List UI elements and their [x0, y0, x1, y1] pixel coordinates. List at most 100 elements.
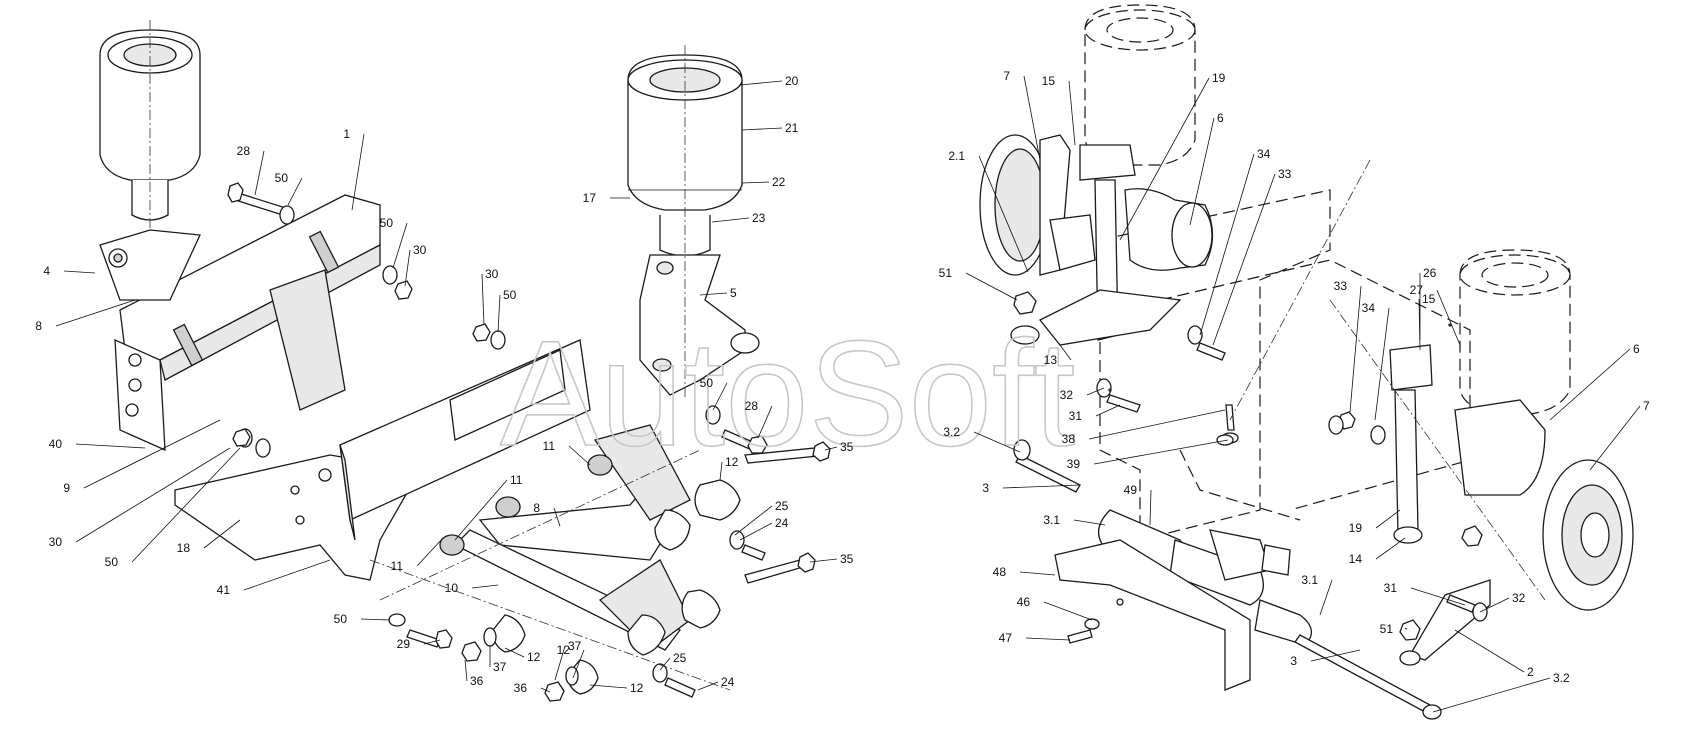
- callout-number: 3.1: [1043, 513, 1060, 527]
- callout-number: 31: [1069, 409, 1083, 423]
- callout-leader: [1023, 75, 1041, 161]
- callout-leader: [454, 479, 508, 541]
- callout-number: 31: [1384, 581, 1398, 595]
- callout-number: 3.2: [1553, 671, 1570, 685]
- callout-number: 21: [785, 121, 799, 135]
- callout-leader: [757, 405, 773, 439]
- callout-number: 2: [1527, 665, 1534, 679]
- callout-leader: [1043, 601, 1093, 621]
- callout-leader: [553, 507, 561, 527]
- callout-number: 30: [413, 243, 427, 257]
- callout-number: 48: [993, 565, 1007, 579]
- callout-leader: [1349, 285, 1362, 413]
- left-assembly: [99, 20, 831, 702]
- callout-number: 3: [982, 481, 989, 495]
- callout-number: 12: [630, 681, 644, 695]
- callout-number: 6: [1217, 111, 1224, 125]
- callout-number: 5: [730, 286, 737, 300]
- callout-leader: [1454, 629, 1525, 673]
- callout-number: 8: [533, 501, 540, 515]
- callout-number: 50: [275, 171, 289, 185]
- callout-number: 2.1: [948, 149, 965, 163]
- callout-number: 11: [543, 439, 556, 453]
- callout-number: 27: [1410, 283, 1424, 297]
- callout-leader: [1410, 587, 1466, 606]
- callout-leader: [554, 645, 566, 681]
- base-plate: [174, 339, 591, 581]
- callout-number: 47: [999, 631, 1013, 645]
- callout-leader: [1479, 597, 1510, 613]
- callout-number: 28: [745, 399, 759, 413]
- callout-number: 35: [840, 552, 854, 566]
- callout-leader: [711, 217, 750, 223]
- brake-disc-upper: [979, 134, 1071, 276]
- callout-labels: 1489403050184128505030305020212217235502…: [35, 69, 1650, 695]
- callout-leader: [55, 299, 136, 327]
- callout-leader: [659, 657, 671, 671]
- callout-leader: [1002, 484, 1081, 489]
- callout-leader: [1375, 537, 1406, 560]
- callout-number: 19: [1349, 521, 1363, 535]
- callout-leader: [572, 649, 585, 679]
- crossmember-bracket: [99, 194, 381, 452]
- callout-number: 25: [673, 651, 687, 665]
- callout-number: 19: [1212, 71, 1226, 85]
- callout-leader: [1073, 519, 1106, 526]
- callout-leader: [568, 445, 591, 466]
- callout-leader: [1432, 677, 1551, 713]
- control-arms: [369, 424, 831, 702]
- callout-number: 10: [445, 581, 459, 595]
- callout-number: 32: [1060, 388, 1074, 402]
- callout-leader: [1418, 298, 1421, 351]
- callout-leader: [1199, 153, 1255, 336]
- callout-number: 13: [1044, 353, 1058, 367]
- callout-leader: [392, 222, 408, 269]
- callout-leader: [699, 292, 728, 296]
- callout-number: 36: [470, 674, 484, 688]
- callout-leader: [75, 447, 231, 543]
- callout-number: 3.2: [943, 425, 960, 439]
- callout-leader: [712, 382, 728, 411]
- callout-number: 15: [1422, 292, 1436, 306]
- callout-leader: [739, 80, 783, 86]
- callout-leader: [697, 681, 719, 691]
- callout-leader: [1068, 80, 1076, 146]
- callout-leader: [404, 249, 411, 287]
- air-spring-right: [627, 45, 768, 454]
- callout-number: 33: [1278, 167, 1292, 181]
- callout-number: 11: [391, 559, 404, 573]
- callout-number: 33: [1334, 279, 1348, 293]
- callout-number: 12: [557, 643, 571, 657]
- callout-leader: [423, 639, 441, 645]
- callout-leader: [1025, 637, 1071, 641]
- callout-number: 1: [343, 127, 350, 141]
- knuckle-lower: [1338, 344, 1634, 666]
- callout-leader: [254, 150, 265, 196]
- callout-number: 26: [1423, 266, 1437, 280]
- callout-number: 37: [568, 639, 582, 653]
- callout-leader: [1086, 387, 1105, 396]
- callout-number: 41: [217, 583, 231, 597]
- callout-number: 34: [1362, 301, 1376, 315]
- callout-number: 8: [35, 319, 42, 333]
- callout-leader: [75, 443, 146, 449]
- callout-number: 7: [1643, 399, 1650, 413]
- callout-leader: [1375, 509, 1401, 529]
- callout-number: 15: [1042, 74, 1056, 88]
- callout-number: 30: [485, 267, 499, 281]
- callout-number: 17: [583, 191, 597, 205]
- callout-leader: [1319, 579, 1333, 616]
- callout-number: 40: [49, 437, 63, 451]
- air-spring-left: [99, 20, 201, 260]
- callout-leader: [1374, 307, 1390, 421]
- callout-leader: [481, 273, 485, 326]
- callout-number: 24: [775, 516, 789, 530]
- callout-leader: [243, 559, 331, 591]
- callout-number: 50: [334, 612, 348, 626]
- callout-number: 23: [752, 211, 766, 225]
- callout-number: 6: [1633, 342, 1640, 356]
- callout-leader: [497, 294, 501, 333]
- callout-number: 34: [1257, 147, 1271, 161]
- callout-leader: [1119, 77, 1210, 241]
